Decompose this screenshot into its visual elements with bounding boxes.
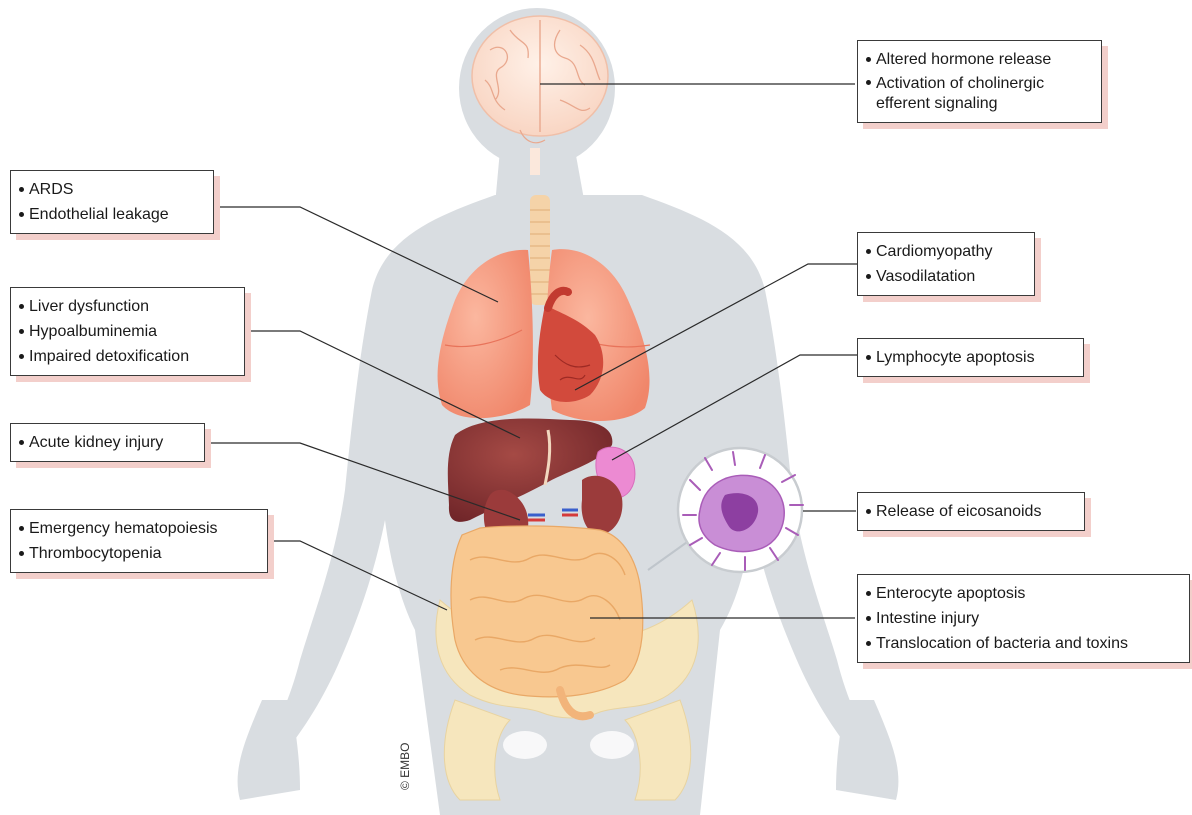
- callout-marrow: Emergency hematopoiesis Thrombocytopenia: [10, 509, 268, 573]
- intestine-effect-3: Translocation of bacteria and toxins: [866, 631, 1179, 656]
- intestine-effect-1: Enterocyte apoptosis: [866, 581, 1179, 606]
- liver-effect-1: Liver dysfunction: [19, 294, 234, 319]
- trachea: [530, 195, 550, 305]
- callout-lung: ARDS Endothelial leakage: [10, 170, 214, 234]
- callout-intestine: Enterocyte apoptosis Intestine injury Tr…: [857, 574, 1190, 663]
- lung-effect-1: ARDS: [19, 177, 203, 202]
- callout-cell: Release of eicosanoids: [857, 492, 1085, 531]
- lung-effect-2: Endothelial leakage: [19, 202, 203, 227]
- liver-effect-2: Hypoalbuminemia: [19, 319, 234, 344]
- brain-effect-1: Altered hormone release: [866, 47, 1091, 72]
- callout-spleen: Lymphocyte apoptosis: [857, 338, 1084, 377]
- callout-liver: Liver dysfunction Hypoalbuminemia Impair…: [10, 287, 245, 376]
- copyright-credit: © EMBO: [398, 742, 412, 790]
- heart-effect-2: Vasodilatation: [866, 264, 1024, 289]
- spleen-effect-1: Lymphocyte apoptosis: [866, 345, 1073, 370]
- brain-effect-2: Activation of cholinergic efferent signa…: [866, 72, 1091, 116]
- marrow-effect-2: Thrombocytopenia: [19, 541, 257, 566]
- heart-effect-1: Cardiomyopathy: [866, 239, 1024, 264]
- intestine-effect-2: Intestine injury: [866, 606, 1179, 631]
- liver-effect-3: Impaired detoxification: [19, 344, 234, 369]
- kidney-effect-1: Acute kidney injury: [19, 430, 194, 455]
- callout-kidney: Acute kidney injury: [10, 423, 205, 462]
- callout-brain: Altered hormone release Activation of ch…: [857, 40, 1102, 123]
- cell-effect-1: Release of eicosanoids: [866, 499, 1074, 524]
- callout-heart: Cardiomyopathy Vasodilatation: [857, 232, 1035, 296]
- marrow-effect-1: Emergency hematopoiesis: [19, 516, 257, 541]
